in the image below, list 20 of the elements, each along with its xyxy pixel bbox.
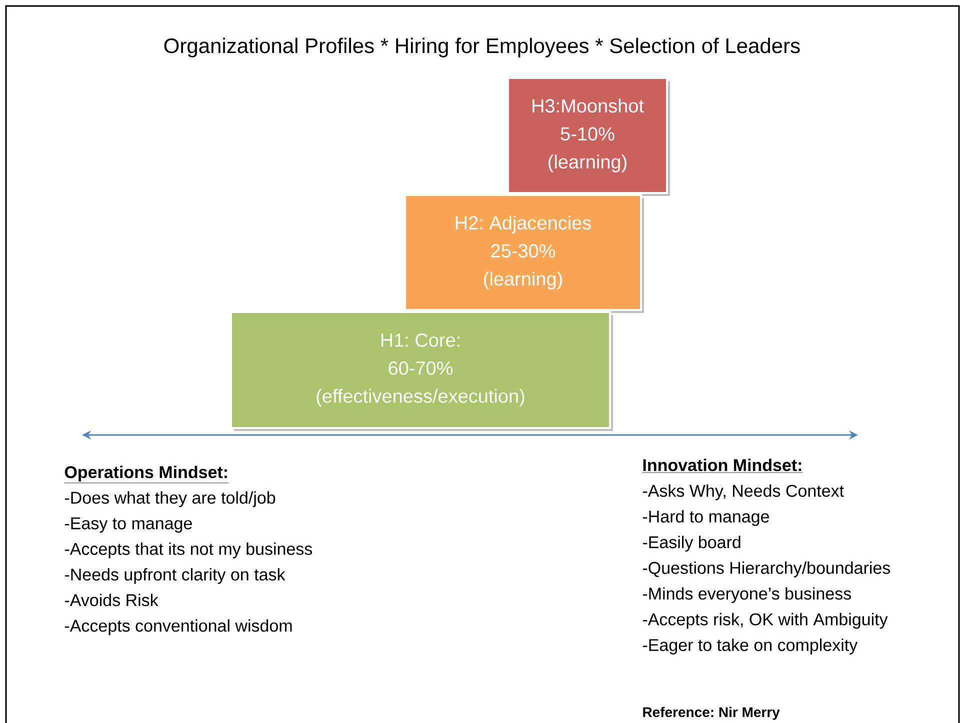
list-heading: Innovation Mindset: xyxy=(642,458,803,473)
horizon-box: H2: Adjacencies 25-30% (learning) xyxy=(404,194,644,313)
list-item: -Easily board xyxy=(642,536,740,552)
list-item: -Asks Why, Needs Context xyxy=(642,484,844,500)
list-item: -Eager to take on complexity xyxy=(642,638,858,654)
list-item: -Accepts conventional wisdom xyxy=(64,619,292,636)
horizon-box: H1: Core: 60-70% (effectiveness/execution) xyxy=(230,311,613,431)
list-item: -Needs upfront clarity on task xyxy=(64,568,286,584)
list-item: -Questions Hierarchy/boundaries xyxy=(642,562,890,578)
list-item: -Does what they are told/job xyxy=(64,491,276,508)
list-item: -Accepts risk, OK with Ambiguity xyxy=(642,612,888,629)
reference-note: Reference: Nir Merry xyxy=(643,706,780,720)
title: Organizational Profiles * Hiring for Employees * Selection of Leaders xyxy=(164,38,800,58)
list-item: -Avoids Risk xyxy=(64,594,158,606)
list-heading: Operations Mindset: xyxy=(64,466,229,484)
list-item: -Hard to manage xyxy=(642,510,769,526)
horizon-box: H3:Moonshot 5-10% (learning) xyxy=(507,77,670,196)
list-item: -Accepts that its not my business xyxy=(64,542,312,558)
list-item: -Easy to manage xyxy=(64,518,192,533)
list-item: -Minds everyone’s business xyxy=(642,587,851,604)
